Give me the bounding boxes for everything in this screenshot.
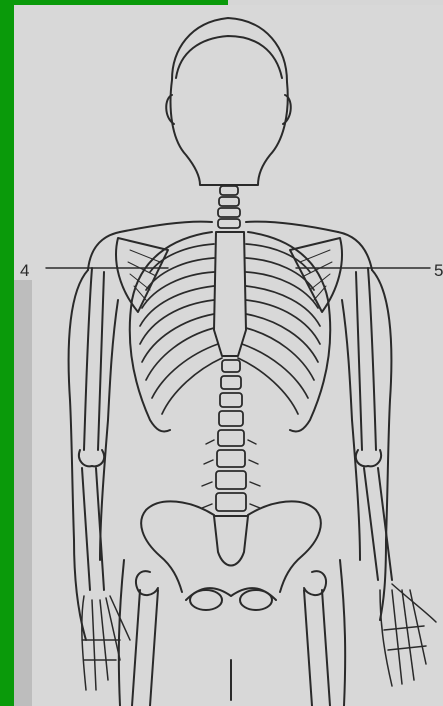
sacrum <box>214 516 248 566</box>
hair-line <box>176 36 282 78</box>
humerus-left <box>84 268 104 450</box>
humerus-right <box>356 268 376 450</box>
spine-vertebrae <box>216 360 246 511</box>
femur-right <box>304 590 330 706</box>
obturator-left <box>190 590 222 610</box>
label-4: 4 <box>20 262 29 279</box>
clavicle-left <box>120 222 212 232</box>
shoulder-right <box>338 232 372 270</box>
head-outline <box>171 18 288 185</box>
femur-left <box>132 590 158 706</box>
pelvis-left <box>141 501 214 592</box>
ribs-left <box>140 244 222 414</box>
elbow-left <box>79 450 104 466</box>
clavicle-right <box>246 222 338 232</box>
cervical-vertebrae <box>218 186 240 228</box>
elbow-right <box>356 450 381 466</box>
obturator-right <box>240 590 272 610</box>
label-5: 5 <box>434 262 443 279</box>
hand-left <box>82 596 130 690</box>
pelvis-right <box>248 501 321 592</box>
forearm-left <box>82 468 104 590</box>
hand-right <box>380 584 436 686</box>
sternum <box>214 232 246 356</box>
ribs-right <box>238 244 320 414</box>
